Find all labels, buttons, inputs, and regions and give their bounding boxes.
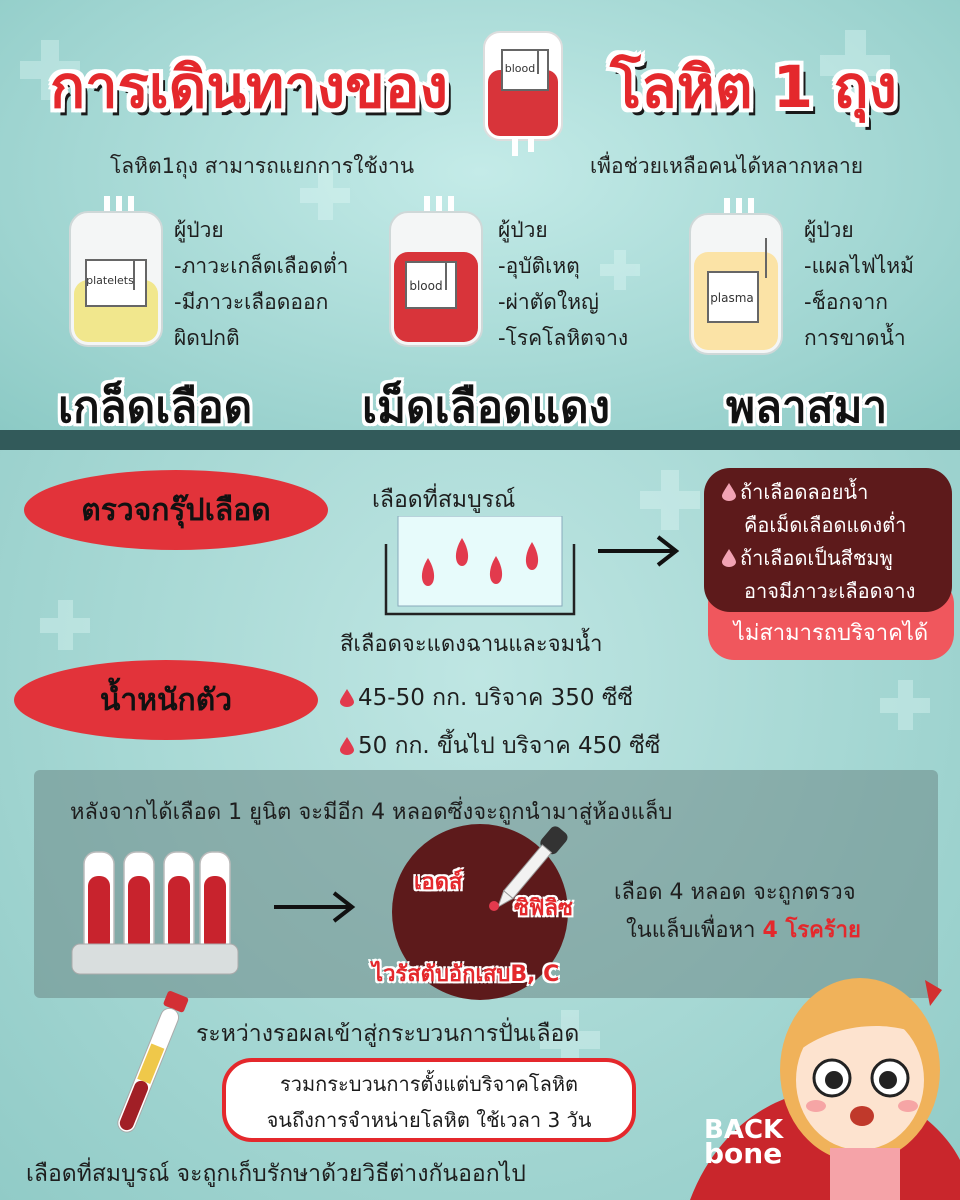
list-item: -ผ่าตัดใหญ่: [498, 290, 599, 314]
medical-cross-icon: [820, 30, 890, 100]
plasma-patient-list: ผู้ป่วย -แผลไฟไหม้ -ช็อกจาก การขาดน้ำ: [804, 212, 914, 356]
list-item: ผู้ป่วย: [498, 218, 548, 242]
weight-rule-text: 50 กก. ขึ้นไป บริจาค 450 ซีซี: [358, 733, 661, 759]
title-right: โลหิต 1 ถุง: [610, 53, 897, 121]
list-item: การขาดน้ำ: [804, 326, 906, 350]
list-item: ผู้ป่วย: [804, 218, 854, 242]
weight-rule-2: 50 กก. ขึ้นไป บริจาค 450 ซีซี: [340, 728, 660, 764]
list-item: -ภาวะเกล็ดเลือดต่ำ: [174, 254, 349, 278]
result-box: ถ้าเลือดลอยน้ำ คือเม็ดเลือดแดงต่ำ ถ้าเลื…: [704, 468, 952, 612]
bottom-caption: สีเลือดจะแดงฉานและจมน้ำ: [340, 632, 603, 657]
platelets-patient-list: ผู้ป่วย -ภาวะเกล็ดเลือดต่ำ -มีภาวะเลือดอ…: [174, 212, 348, 356]
note-line: รวมกระบวนการตั้งแต่บริจาคโลหิต: [280, 1072, 578, 1096]
lab-desc-prefix: ในแล็บเพื่อหา: [626, 918, 756, 943]
lab-desc-line1: เลือด 4 หลอด จะถูกตรวจ: [614, 880, 856, 905]
blood-bag-icon: blood: [483, 31, 563, 156]
blood-drop-icon: [340, 689, 354, 707]
subtitle-right: เพื่อช่วยเหลือคนได้หลากหลาย: [590, 154, 864, 178]
blood-drop-icon: [340, 737, 354, 755]
weight-rule-text: 45-50 กก. บริจาค 350 ซีซี: [358, 685, 634, 711]
centrifuge-tube-icon: [117, 990, 189, 1133]
header-background: [0, 0, 960, 430]
red-cells-bag-icon: blood: [389, 196, 483, 347]
list-item: ผู้ป่วย: [174, 218, 224, 242]
test-tube-rack-icon: [71, 851, 239, 975]
component-name-red-cells: เม็ดเลือดแดง: [362, 382, 611, 433]
brand-line: bone: [704, 1137, 783, 1170]
medical-cross-icon: [600, 250, 640, 290]
list-item: -มีภาวะเลือดออก: [174, 290, 329, 314]
plasma-bag-icon: plasma: [689, 198, 783, 355]
process-footer: เลือดที่สมบูรณ์ จะถูกเก็บรักษาด้วยวิธีต่…: [26, 1161, 526, 1187]
result-line: คือเม็ดเลือดแดงต่ำ: [744, 513, 907, 537]
result-line: ถ้าเลือดเป็นสีชมพู: [740, 546, 893, 570]
component-name-platelets: เกล็ดเลือด: [58, 382, 253, 433]
list-item: ผิดปกติ: [174, 326, 240, 350]
red-cells-patient-list: ผู้ป่วย -อุบัติเหตุ -ผ่าตัดใหญ่ -โรคโลหิ…: [498, 212, 628, 356]
lab-desc-highlight: 4 โรคร้าย: [762, 918, 861, 943]
weight-pill: น้ำหนักตัว: [14, 660, 318, 740]
list-item: -โรคโลหิตจาง: [498, 326, 629, 350]
arrow-right-icon: [598, 535, 680, 567]
component-bag-label: platelets: [86, 274, 134, 287]
lab-heading: หลังจากได้เลือด 1 ยูนิต จะมีอีก 4 หลอดซึ…: [70, 800, 673, 825]
disease-syphilis: ซิฟิลิซ: [514, 896, 573, 921]
medical-cross-icon: [20, 40, 80, 100]
result-line: ถ้าเลือดลอยน้ำ: [740, 480, 869, 504]
disease-aids: เอดส์: [414, 870, 463, 895]
brand-logo: BACK bone: [704, 1115, 784, 1170]
component-name-plasma: พลาสมา: [726, 382, 888, 433]
arrow-right-icon: [274, 891, 356, 923]
lab-desc-line2: ในแล็บเพื่อหา 4 โรคร้าย: [626, 912, 861, 947]
component-bag-label: blood: [409, 279, 442, 293]
process-note: รวมกระบวนการตั้งแต่บริจาคโลหิต จนถึงการจ…: [222, 1058, 636, 1142]
divider-band: [0, 430, 960, 450]
note-line: จนถึงการจำหน่ายโลหิต ใช้เวลา 3 วัน: [266, 1108, 592, 1132]
result-line: อาจมีภาวะเลือดจาง: [744, 579, 916, 603]
bag-label: blood: [505, 62, 535, 75]
brand-line: BACK: [704, 1115, 784, 1145]
mascot-illustration: [690, 978, 960, 1200]
medical-cross-icon: [540, 1010, 600, 1070]
list-item: -แผลไฟไหม้: [804, 254, 914, 278]
subtitle-left: โลหิต1ถุง สามารถแยกการใช้งาน: [110, 154, 415, 178]
list-item: -อุบัติเหตุ: [498, 254, 580, 278]
blood-group-test-pill: ตรวจกรุ๊ปเลือด: [24, 470, 328, 550]
weight-rule-1: 45-50 กก. บริจาค 350 ซีซี: [340, 680, 633, 716]
title-left: การเดินทางของ: [50, 53, 448, 121]
list-item: -ช็อกจาก: [804, 290, 888, 314]
component-bag-label: plasma: [710, 291, 754, 305]
medical-cross-icon: [40, 600, 90, 650]
process-heading: ระหว่างรอผลเข้าสู่กระบวนการปั่นเลือด: [196, 1021, 580, 1047]
lab-test-circle: [392, 824, 568, 1000]
medical-cross-icon: [880, 680, 930, 730]
blood-drop-icon: [722, 549, 736, 567]
medical-cross-icon: [300, 170, 350, 220]
whole-blood-caption: เลือดที่สมบูรณ์: [372, 487, 516, 513]
water-tank-icon: [384, 516, 576, 616]
platelets-bag-icon: platelets: [69, 196, 163, 347]
blood-drop-icon: [722, 483, 736, 501]
medical-cross-icon: [640, 470, 700, 530]
disease-hepatitis: ไวรัสตับอักเสบB, C: [372, 962, 560, 987]
